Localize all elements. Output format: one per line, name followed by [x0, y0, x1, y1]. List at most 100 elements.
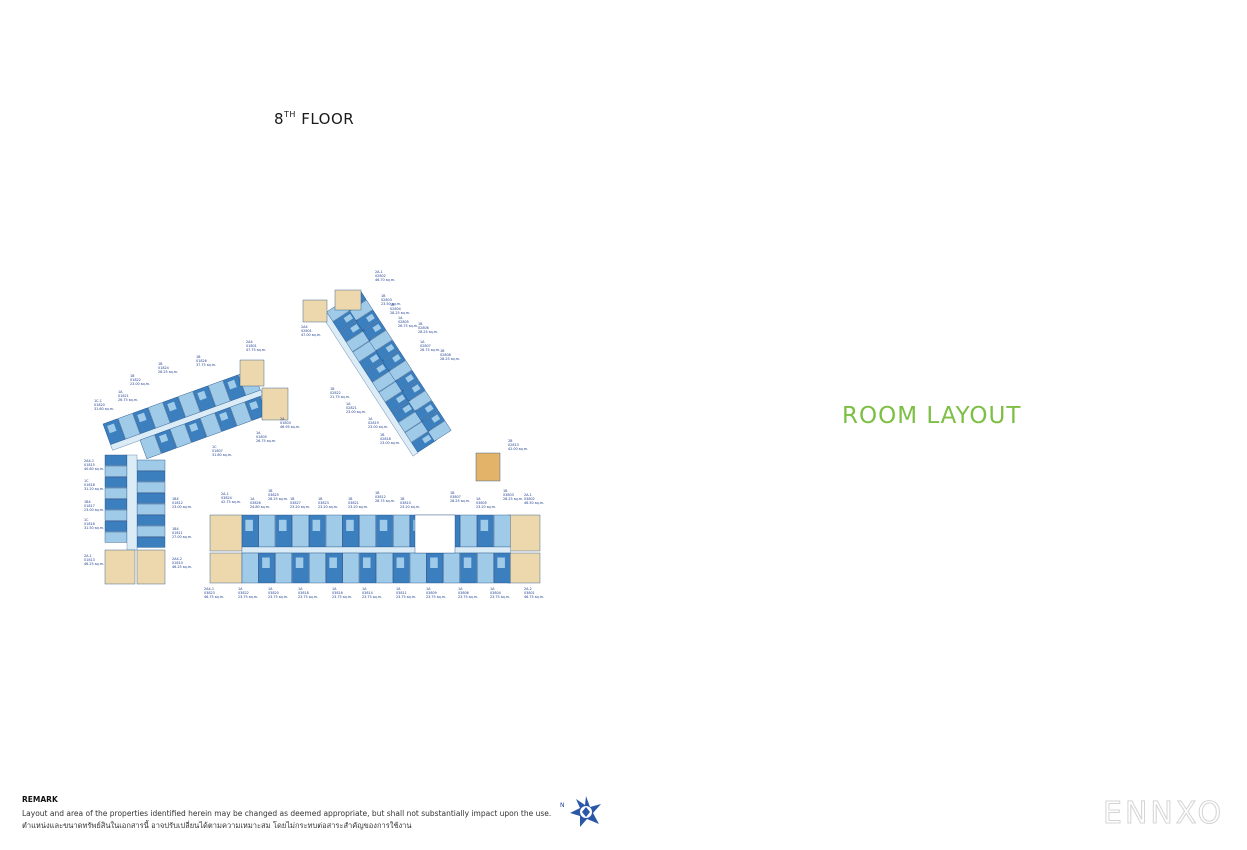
unit-cell — [493, 552, 511, 584]
unit-room — [413, 557, 421, 568]
unit-room — [497, 557, 505, 568]
unit-room — [379, 557, 388, 568]
unit-cell — [184, 418, 207, 443]
unit-cell — [388, 360, 413, 382]
unit-cell — [136, 459, 166, 471]
unit-cell — [372, 370, 398, 393]
unit-room — [396, 519, 405, 531]
unit-room — [182, 396, 192, 406]
unit-cell — [408, 390, 432, 412]
remark-thai: ตำแหน่งและขนาดทรัพย์สินในเอกสารนี้ อาจปร… — [22, 821, 412, 830]
unit-room — [278, 519, 287, 531]
unit-cell — [398, 410, 424, 433]
unit-room — [189, 422, 199, 432]
unit-room — [463, 557, 472, 568]
corridor — [110, 389, 264, 451]
unit-room — [362, 519, 371, 531]
unit-cell — [376, 514, 393, 548]
unit-room — [346, 557, 354, 568]
unit-cell — [325, 552, 343, 584]
unit-cell — [104, 520, 128, 532]
unit-room — [422, 434, 432, 444]
unit-cell — [199, 412, 222, 438]
unit-cell — [136, 514, 166, 526]
unit-cell — [493, 514, 511, 548]
floor-title: 8TH FLOOR — [274, 110, 354, 128]
unit-room — [159, 433, 169, 443]
unit-cell — [376, 552, 393, 584]
unit-cell — [229, 401, 252, 427]
unit-cell-tan — [104, 549, 136, 585]
unit-cell — [258, 514, 276, 548]
unit-room — [264, 395, 274, 405]
unit-strip — [342, 289, 452, 442]
unit-cell — [192, 385, 216, 413]
unit-strip — [241, 552, 511, 584]
unit-cell — [359, 552, 376, 584]
floor-word: FLOOR — [301, 110, 355, 128]
remark-english: Layout and area of the properties identi… — [22, 809, 552, 818]
unit-room — [402, 404, 412, 414]
unit-cell — [404, 420, 430, 443]
unit-cell — [426, 514, 444, 548]
unit-room — [227, 379, 237, 390]
unit-cell — [241, 514, 259, 548]
unit-cell — [136, 536, 166, 548]
unit-cell — [308, 552, 326, 584]
unit-room — [329, 519, 337, 531]
unit-cell — [345, 329, 372, 353]
unit-room — [359, 303, 369, 313]
unit-cell — [308, 514, 326, 548]
unit-cell — [460, 552, 477, 584]
unit-cell — [207, 380, 231, 407]
unit-cell — [443, 514, 461, 548]
unit-cell — [362, 319, 387, 341]
unit-cell — [411, 430, 437, 453]
unit-cell — [409, 552, 427, 584]
remark-heading: REMARK — [22, 795, 58, 804]
unit-cell — [292, 514, 309, 548]
unit-cell — [238, 369, 261, 396]
unit-room — [395, 394, 406, 404]
unit-cell — [342, 289, 367, 311]
unit-room — [480, 519, 489, 531]
unit-room — [107, 423, 117, 434]
unit-room — [437, 424, 447, 433]
unit-cell — [136, 503, 166, 515]
room-layout-title: ROOM LAYOUT — [842, 403, 1022, 429]
unit-cell — [391, 400, 417, 423]
wing-b — [102, 359, 289, 460]
unit-room — [398, 364, 408, 373]
unit-cell-tan — [261, 387, 289, 421]
unit-cell — [162, 396, 186, 424]
unit-room — [262, 519, 270, 531]
unit-cell — [275, 514, 292, 548]
unit-strip — [102, 369, 264, 451]
unit-cell — [409, 514, 427, 548]
unit-room — [219, 411, 229, 421]
unit-room — [413, 519, 421, 531]
